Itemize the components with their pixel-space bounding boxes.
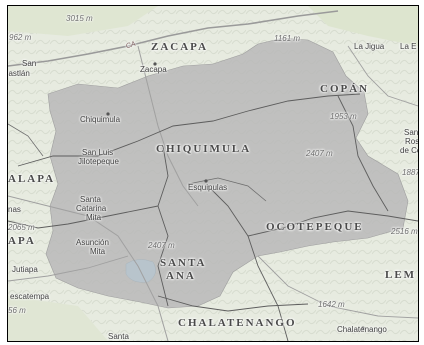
town-label: Asunción	[76, 238, 109, 247]
town-label: Santa	[80, 195, 101, 204]
department-label: APA	[8, 235, 36, 247]
department-border	[157, 145, 169, 307]
elevation-label: 1161 m	[274, 34, 301, 43]
town-label: Mita	[90, 247, 106, 256]
department-label: COPÁN	[320, 83, 370, 95]
town-label: nas	[8, 205, 21, 214]
elevation-label: 2407 m	[148, 241, 175, 250]
town-label: San Luis	[82, 148, 114, 157]
department-label: CHALATENANGO	[178, 317, 297, 329]
department-label: SANTA	[160, 257, 207, 269]
road	[8, 195, 169, 341]
town-label: La E	[400, 42, 417, 51]
town-label: Ros	[405, 137, 419, 146]
elevation-label: 2516 m	[391, 227, 418, 236]
department-border	[157, 295, 309, 312]
department-border	[247, 210, 418, 237]
town-label: Cristóbal Acasaguastlán	[8, 69, 30, 78]
town-label: Chiquimula	[80, 115, 121, 124]
town-label: Santa	[108, 332, 129, 341]
road	[8, 255, 129, 282]
town-label: Catarina	[76, 204, 107, 213]
town-marker	[106, 112, 110, 116]
town-label: Esquipulas	[188, 183, 228, 192]
elevation-label: 1887	[402, 168, 419, 177]
vegetation-area	[8, 6, 158, 36]
town-label: Sant	[404, 128, 419, 137]
town-marker	[153, 62, 157, 66]
highlighted-region	[45, 37, 409, 309]
elevation-label: 962 m	[9, 33, 32, 42]
map-view[interactable]: ZACAPA COPÁN CHIQUIMULA ALAPA APA OCOTEP…	[7, 5, 419, 342]
vegetation-area	[8, 296, 108, 341]
town-label: Jutiapa	[12, 265, 38, 274]
town-label: Zacapa	[140, 65, 167, 74]
town-label: Jilotepeque	[78, 157, 119, 166]
elevation-label: 1642 m	[318, 300, 345, 309]
road	[347, 45, 418, 107]
town-marker	[361, 326, 365, 330]
town-label: Mita	[86, 213, 102, 222]
road	[8, 10, 339, 67]
elevation-label: 2065 m	[8, 223, 35, 232]
town-label: de Cop	[400, 146, 418, 155]
department-border	[337, 95, 389, 212]
road	[137, 45, 199, 207]
department-border	[8, 205, 159, 229]
elevation-label: 3015 m	[66, 14, 93, 23]
road	[257, 255, 418, 319]
town-label: escatempa	[10, 292, 50, 301]
town-label: La Jigua	[354, 42, 385, 51]
department-label: LEM	[385, 269, 417, 281]
town-marker	[204, 179, 208, 183]
department-label: OCOTEPEQUE	[266, 221, 364, 233]
department-border	[187, 177, 267, 202]
elevation-label: 1953 m	[330, 112, 357, 121]
map-canvas	[8, 6, 418, 341]
department-label: ZACAPA	[151, 41, 209, 53]
department-label: ALAPA	[8, 173, 56, 185]
elevation-label: 56 m	[8, 306, 26, 315]
town-label: Chalatenango	[337, 325, 387, 334]
department-border	[8, 123, 44, 157]
department-border	[207, 185, 289, 341]
vegetation-area	[308, 6, 418, 46]
department-label: ANA	[166, 270, 196, 282]
department-border	[17, 93, 361, 167]
elevation-label: 2407 m	[306, 149, 333, 158]
department-label: CHIQUIMULA	[156, 143, 252, 155]
town-label: San	[22, 59, 37, 68]
